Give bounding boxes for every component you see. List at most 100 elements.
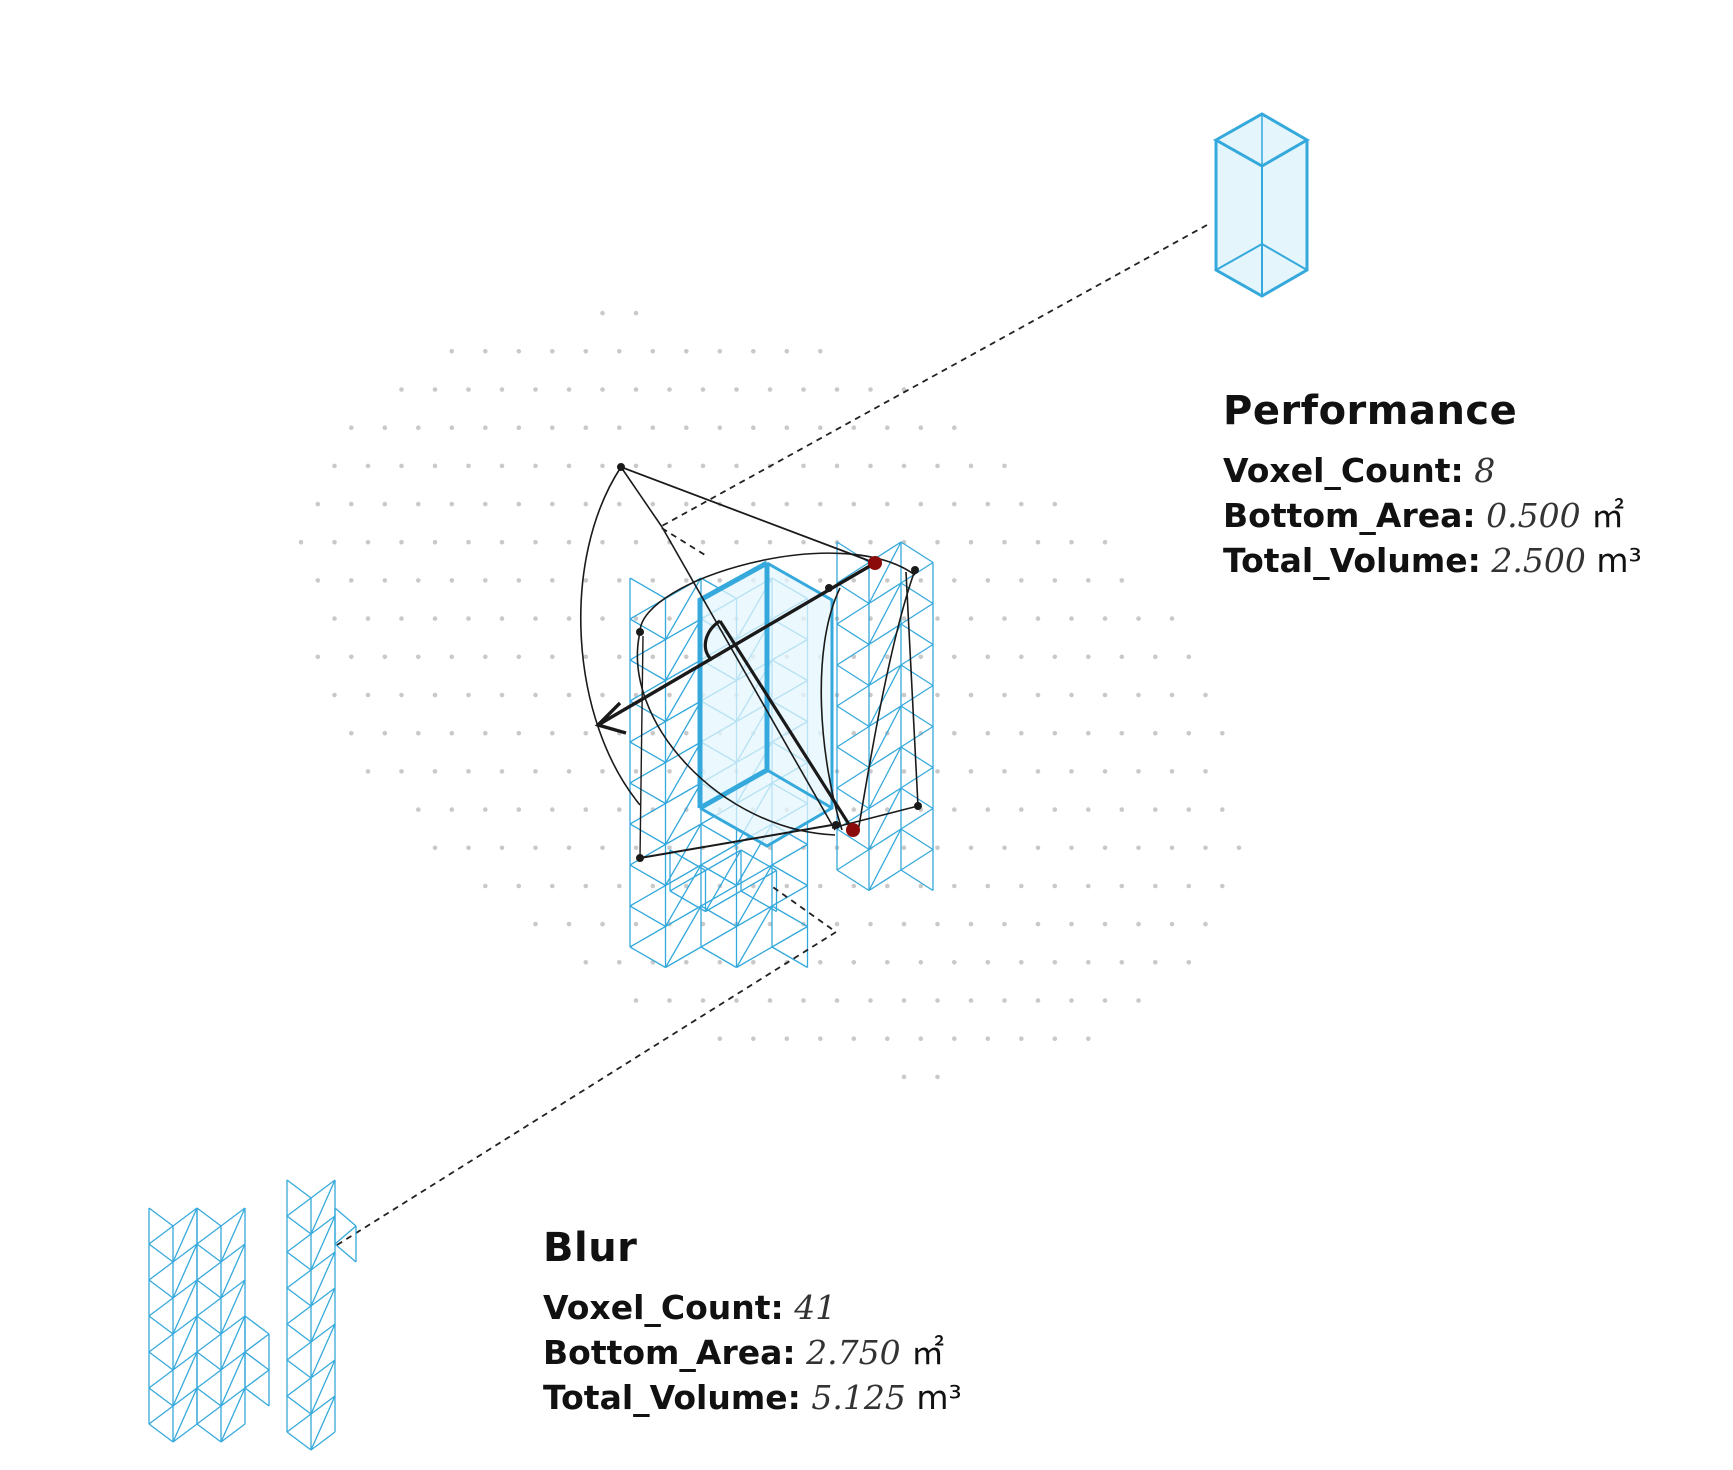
mesh-edge bbox=[836, 725, 870, 748]
grid-dot bbox=[600, 769, 605, 774]
grid-dot bbox=[918, 501, 924, 507]
grid-dot bbox=[885, 501, 890, 507]
mesh-edge bbox=[629, 843, 666, 866]
mesh-edge bbox=[196, 1279, 222, 1299]
mesh-edge bbox=[836, 787, 870, 810]
grid-dot bbox=[851, 1036, 857, 1041]
grid-dot bbox=[349, 425, 354, 431]
grid-dot bbox=[851, 501, 857, 507]
grid-dot bbox=[600, 845, 605, 851]
grid-dot bbox=[918, 654, 924, 660]
grid-dot bbox=[667, 616, 672, 621]
mesh-edge bbox=[629, 905, 666, 928]
grid-dot bbox=[449, 578, 455, 583]
grid-dot bbox=[1052, 807, 1058, 812]
mesh-edge bbox=[700, 864, 737, 887]
mesh-edge bbox=[836, 869, 870, 892]
grid-dot bbox=[767, 921, 773, 927]
mesh-edge bbox=[310, 1323, 336, 1343]
grid-dot bbox=[918, 883, 924, 889]
grid-dot bbox=[600, 387, 605, 392]
mesh-edge bbox=[172, 1387, 198, 1443]
mesh-edge bbox=[868, 869, 902, 892]
mesh-edge bbox=[286, 1431, 312, 1451]
mesh-edge bbox=[836, 561, 870, 584]
grid-dot bbox=[449, 425, 455, 431]
grid-dot bbox=[416, 501, 421, 507]
total-volume-label: Total_Volume: bbox=[543, 1378, 801, 1417]
grid-dot bbox=[499, 769, 505, 774]
grid-dot bbox=[1019, 654, 1024, 660]
grid-dot bbox=[516, 578, 522, 583]
grid-dot bbox=[516, 349, 522, 354]
grid-dot bbox=[349, 654, 354, 660]
grid-dot bbox=[1002, 539, 1007, 545]
grid-dot bbox=[583, 960, 589, 965]
grid-dot bbox=[667, 387, 672, 392]
grid-dot bbox=[734, 463, 739, 469]
mesh-edge bbox=[900, 602, 934, 625]
grid-dot bbox=[684, 960, 689, 965]
grid-dot bbox=[684, 654, 689, 660]
grid-dot bbox=[466, 692, 471, 698]
blur-leader-line bbox=[336, 884, 838, 1246]
grid-dot bbox=[550, 349, 555, 354]
grid-dot bbox=[349, 578, 354, 583]
grid-dot bbox=[1086, 578, 1091, 583]
grid-dot bbox=[650, 578, 656, 583]
grid-dot bbox=[968, 769, 974, 774]
grid-dot bbox=[483, 807, 488, 812]
grid-dot bbox=[516, 425, 522, 431]
mesh-edge bbox=[244, 1333, 270, 1353]
total-volume-unit: m³ bbox=[1596, 541, 1642, 580]
grid-dot bbox=[1086, 883, 1091, 889]
mesh-edge bbox=[900, 746, 934, 769]
grid-dot bbox=[667, 998, 672, 1003]
bottom-area-label: Bottom_Area: bbox=[543, 1333, 796, 1372]
grid-dot bbox=[700, 921, 706, 927]
grid-dot bbox=[566, 692, 572, 698]
grid-dot bbox=[1052, 578, 1058, 583]
grid-dot bbox=[550, 807, 555, 812]
mesh-edge bbox=[836, 746, 870, 769]
grid-dot bbox=[717, 578, 723, 583]
mesh-edge bbox=[629, 761, 666, 784]
grid-dot bbox=[952, 960, 957, 965]
grid-dot bbox=[1002, 998, 1007, 1003]
grid-dot bbox=[1119, 730, 1125, 736]
grid-dot bbox=[315, 578, 321, 583]
grid-dot bbox=[566, 921, 572, 927]
grid-dot bbox=[684, 501, 689, 507]
grid-dot bbox=[818, 501, 823, 507]
grid-dot bbox=[935, 539, 940, 545]
grid-dot bbox=[617, 349, 622, 354]
grid-dot bbox=[885, 654, 890, 660]
grid-dot bbox=[349, 730, 354, 736]
mesh-edge bbox=[196, 1225, 222, 1245]
blur-bottom-area-row: Bottom_Area: 2.750 ㎡ bbox=[543, 1330, 962, 1375]
grid-dot bbox=[633, 310, 639, 316]
mesh-edge bbox=[244, 1351, 270, 1371]
mesh-edge bbox=[900, 869, 934, 892]
grid-dot bbox=[667, 845, 672, 851]
mesh-edge bbox=[148, 1333, 174, 1353]
grid-dot bbox=[801, 539, 806, 545]
grid-dot bbox=[952, 1036, 957, 1041]
grid-dot bbox=[918, 1036, 924, 1041]
grid-dot bbox=[583, 730, 589, 736]
mesh-edge bbox=[286, 1287, 312, 1307]
grid-dot bbox=[332, 616, 337, 621]
grid-dot bbox=[1203, 692, 1208, 698]
mesh-edge bbox=[310, 1287, 336, 1307]
grid-dot bbox=[466, 845, 471, 851]
grid-dot bbox=[1002, 692, 1007, 698]
grid-dot bbox=[483, 654, 488, 660]
grid-dot bbox=[566, 539, 572, 545]
grid-dot bbox=[1019, 578, 1024, 583]
grid-dot bbox=[667, 463, 672, 469]
grid-dot bbox=[1169, 769, 1175, 774]
mesh-edge bbox=[771, 905, 808, 928]
grid-dot bbox=[499, 692, 505, 698]
voxel-count-value: 41 bbox=[794, 1288, 837, 1327]
grid-dot bbox=[1002, 616, 1007, 621]
